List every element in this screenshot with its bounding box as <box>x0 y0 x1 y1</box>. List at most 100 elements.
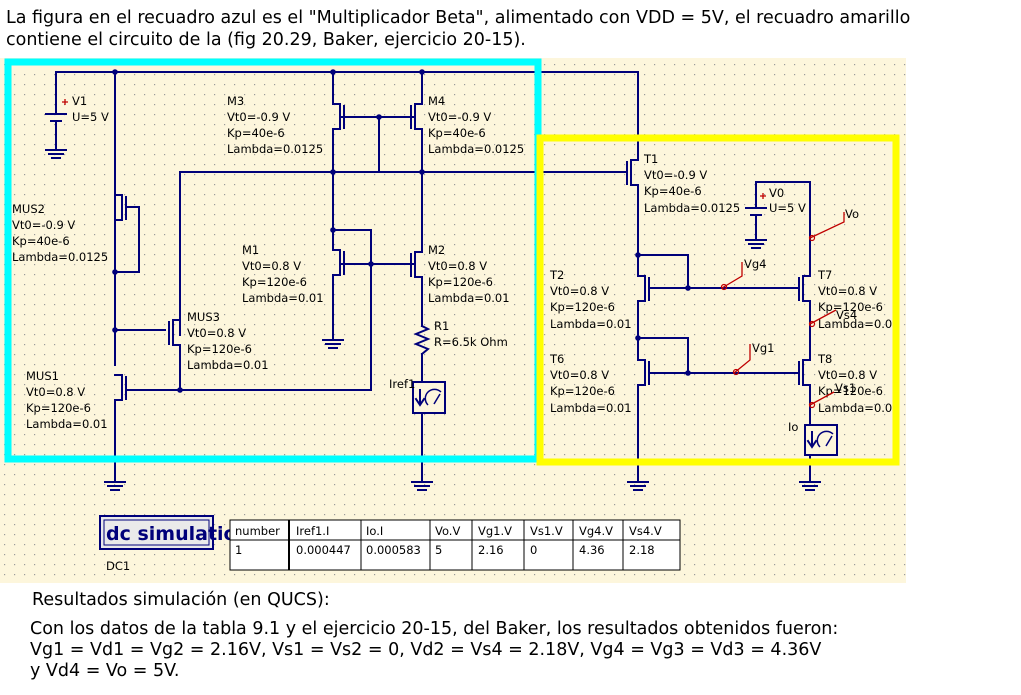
t1-kp: Kp=40e-6 <box>644 184 702 198</box>
table-cell: 1 <box>235 543 242 557</box>
transistor-t6[interactable]: T6 Vt0=0.8 V Kp=120e-6 Lambda=0.01 <box>549 352 650 415</box>
transistor-t8[interactable]: T8 Vt0=0.8 V Kp=120e-6 Lambda=0.0 <box>798 352 892 415</box>
m4-name: M4 <box>428 94 445 108</box>
m1-kp: Kp=120e-6 <box>242 275 307 289</box>
t2-kp: Kp=120e-6 <box>550 300 615 314</box>
table-cell: 0.000447 <box>296 543 351 557</box>
t7-name: T7 <box>817 268 832 282</box>
mus1-kp: Kp=120e-6 <box>26 401 91 415</box>
source-v1[interactable]: V1 U=5 V <box>45 94 109 129</box>
ground-v1 <box>45 145 67 159</box>
schematic-canvas[interactable]: V1 U=5 V V0 U=5 V M3 Vt0=-0.9 V Kp=40e-6… <box>0 58 906 583</box>
m2-lambda: Lambda=0.01 <box>428 291 510 305</box>
probe-iref1[interactable]: Iref1 <box>389 377 446 414</box>
transistor-m3[interactable]: M3 Vt0=-0.9 V Kp=40e-6 Lambda=0.0125 <box>227 94 353 156</box>
ground-r1 <box>411 477 433 491</box>
t8-kp: Kp=120e-6 <box>818 384 883 398</box>
node-label-vs4[interactable]: Vs4 <box>808 308 858 328</box>
probe-io[interactable]: Io <box>788 420 838 456</box>
dc-simulation-block[interactable]: dc simulation DC1 <box>99 515 250 573</box>
mus3-name: MUS3 <box>187 310 220 324</box>
t1-name: T1 <box>643 152 658 166</box>
mus2-lambda: Lambda=0.0125 <box>12 250 108 264</box>
v0-name: V0 <box>769 186 784 200</box>
mus3-lambda: Lambda=0.01 <box>187 358 269 372</box>
table-header-cell: number <box>235 524 280 538</box>
table-cell: 0.000583 <box>366 543 421 557</box>
vg1-label: Vg1 <box>752 341 774 355</box>
resistor-r1[interactable]: R1 R=6.5k Ohm <box>413 319 508 356</box>
ground-v0 <box>745 237 767 249</box>
node-label-vg4[interactable]: Vg4 <box>720 257 767 291</box>
iref1-label: Iref1 <box>389 377 415 391</box>
m2-vt0: Vt0=0.8 V <box>428 259 487 273</box>
table-cell: 0 <box>530 543 537 557</box>
results-text: Con los datos de la tabla 9.1 y el ejerc… <box>30 619 839 681</box>
mus2-name: MUS2 <box>12 202 45 216</box>
vg4-label: Vg4 <box>744 257 766 271</box>
mus1-lambda: Lambda=0.01 <box>26 417 108 431</box>
t8-lambda: Lambda=0.0 <box>818 401 892 415</box>
ground-m1 <box>322 335 344 349</box>
junction-dots <box>112 69 691 393</box>
source-v0[interactable]: V0 U=5 V <box>745 186 806 223</box>
transistor-t2[interactable]: T2 Vt0=0.8 V Kp=120e-6 Lambda=0.01 <box>549 268 650 331</box>
m1-lambda: Lambda=0.01 <box>242 291 324 305</box>
baker-circuit-box <box>536 134 900 466</box>
table-header-cell: Vs4.V <box>629 524 662 538</box>
canvas-grid <box>0 58 906 583</box>
transistor-mus2[interactable]: MUS2 Vt0=-0.9 V Kp=40e-6 Lambda=0.0125 <box>12 111 131 264</box>
table-header-cell: Iref1.I <box>296 524 329 538</box>
m3-kp: Kp=40e-6 <box>227 126 285 140</box>
ground-t6 <box>627 477 649 491</box>
io-label: Io <box>788 420 798 434</box>
t2-lambda: Lambda=0.01 <box>550 317 632 331</box>
table-cell: 2.16 <box>478 543 504 557</box>
t7-vt0: Vt0=0.8 V <box>818 284 877 298</box>
r1-name: R1 <box>434 319 449 333</box>
v1-value: U=5 V <box>72 110 109 124</box>
mus3-kp: Kp=120e-6 <box>187 342 252 356</box>
m3-lambda: Lambda=0.0125 <box>227 142 323 156</box>
mus3-vt0: Vt0=0.8 V <box>187 326 246 340</box>
v0-value: U=5 V <box>769 201 806 215</box>
t6-vt0: Vt0=0.8 V <box>550 368 609 382</box>
m3-vt0: Vt0=-0.9 V <box>227 110 290 124</box>
transistor-t1[interactable]: T1 Vt0=-0.9 V Kp=40e-6 Lambda=0.0125 <box>621 152 740 215</box>
mus2-vt0: Vt0=-0.9 V <box>12 218 75 232</box>
node-label-vg1[interactable]: Vg1 <box>732 341 775 376</box>
table-header-cell: Vs1.V <box>530 524 563 538</box>
dc-simulation-name: DC1 <box>106 559 130 573</box>
transistor-m1[interactable]: M1 Vt0=0.8 V Kp=120e-6 Lambda=0.01 <box>242 243 345 305</box>
ground-symbols <box>45 145 821 491</box>
intro-text: La figura en el recuadro azul es el "Mul… <box>6 8 911 50</box>
table-header-cell: Vg4.V <box>579 524 613 538</box>
t1-lambda: Lambda=0.0125 <box>644 201 740 215</box>
v1-name: V1 <box>72 94 87 108</box>
mus1-vt0: Vt0=0.8 V <box>26 385 85 399</box>
dc-simulation-title: dc simulation <box>106 523 250 545</box>
vs1-label: Vs1 <box>835 381 856 395</box>
t6-name: T6 <box>549 352 564 366</box>
transistor-m2[interactable]: M2 Vt0=0.8 V Kp=120e-6 Lambda=0.01 <box>410 243 510 305</box>
transistor-m4[interactable]: M4 Vt0=-0.9 V Kp=40e-6 Lambda=0.0125 <box>401 94 524 156</box>
t8-name: T8 <box>817 352 832 366</box>
transistor-mus1[interactable]: MUS1 Vt0=0.8 V Kp=120e-6 Lambda=0.01 <box>26 369 127 431</box>
vo-label: Vo <box>845 207 859 221</box>
vs4-label: Vs4 <box>836 308 857 322</box>
t1-vt0: Vt0=-0.9 V <box>644 168 707 182</box>
m3-name: M3 <box>227 94 244 108</box>
table-header-cell: Vo.V <box>435 524 460 538</box>
m4-kp: Kp=40e-6 <box>428 126 486 140</box>
m4-lambda: Lambda=0.0125 <box>428 142 524 156</box>
table-header-cell: Vg1.V <box>478 524 512 538</box>
transistor-mus3[interactable]: MUS3 Vt0=0.8 V Kp=120e-6 Lambda=0.01 <box>168 310 269 372</box>
node-label-vo[interactable]: Vo <box>808 207 860 242</box>
ground-mus1 <box>104 477 126 491</box>
m2-kp: Kp=120e-6 <box>428 275 493 289</box>
r1-value: R=6.5k Ohm <box>434 335 508 349</box>
t7-lambda: Lambda=0.0 <box>818 317 892 331</box>
node-label-vs1[interactable]: Vs1 <box>808 381 857 409</box>
t2-name: T2 <box>549 268 564 282</box>
